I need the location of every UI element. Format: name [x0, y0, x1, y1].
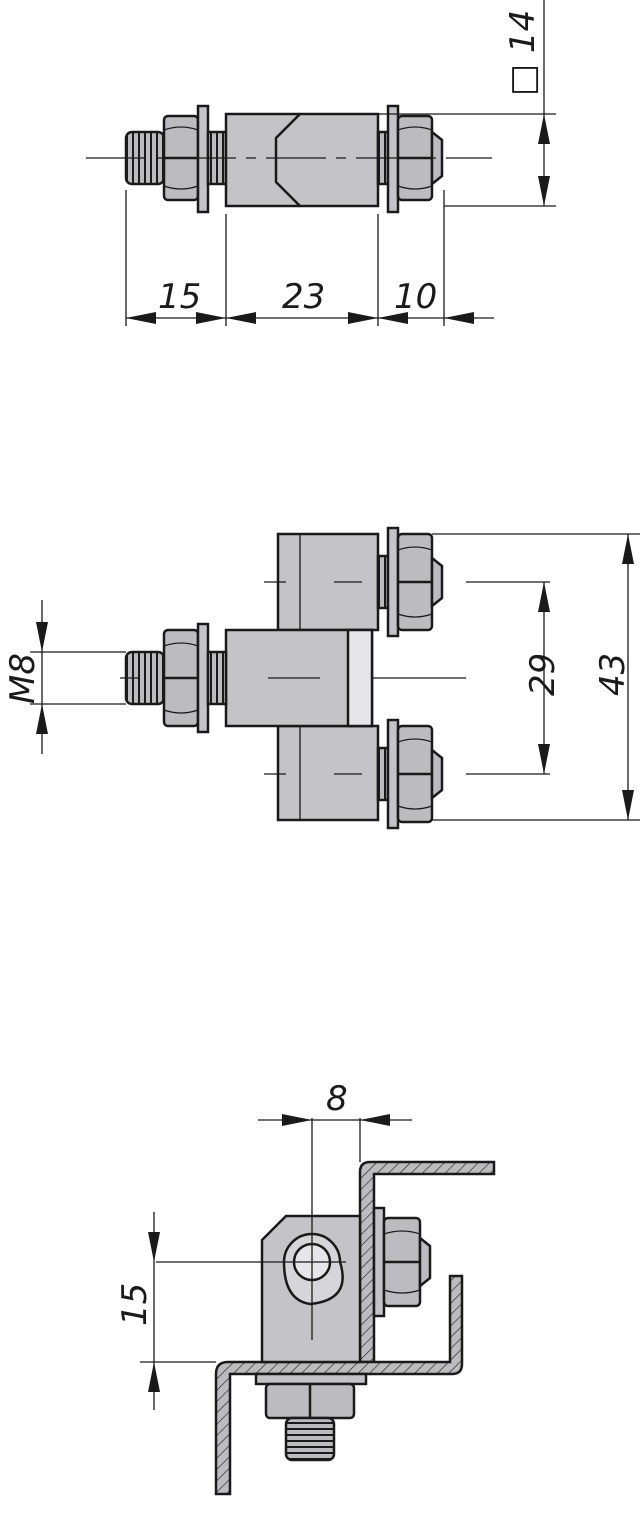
- side-lower-block: [276, 724, 380, 822]
- side-lower-washer: [386, 718, 400, 830]
- dim-15-top: 15: [158, 277, 201, 317]
- dim-23: 23: [282, 277, 325, 317]
- side-upper-washer: [386, 526, 400, 638]
- top-body: [224, 112, 380, 208]
- side-upper-block: [276, 532, 380, 632]
- top-right-washer: [386, 104, 400, 214]
- dim-43: 43: [593, 653, 633, 696]
- side-left-washer: [196, 622, 210, 734]
- side-upper-nut: [396, 532, 444, 632]
- dim-M8: M8: [3, 653, 43, 704]
- section-view: 8 15: [115, 1079, 496, 1496]
- section-bottom-nut: [264, 1382, 356, 1420]
- side-left-nut: [162, 628, 200, 728]
- top-view: 15 23 10 □ 14: [86, 0, 556, 326]
- side-view: 29 43 M8: [3, 526, 640, 830]
- side-lower-nut: [396, 724, 444, 824]
- section-upper-bracket: [358, 1160, 496, 1364]
- dim-10: 10: [394, 277, 437, 317]
- dim-square-14: □ 14: [503, 10, 543, 96]
- top-left-washer: [196, 104, 210, 214]
- section-bottom-thread: [284, 1416, 336, 1462]
- dim-8: 8: [326, 1079, 348, 1119]
- dim-29: 29: [523, 653, 563, 696]
- section-lower-bracket: [214, 1274, 464, 1496]
- dim-15-section: 15: [115, 1283, 155, 1326]
- section-right-nut: [382, 1216, 432, 1308]
- top-body-chamfer: [274, 113, 301, 207]
